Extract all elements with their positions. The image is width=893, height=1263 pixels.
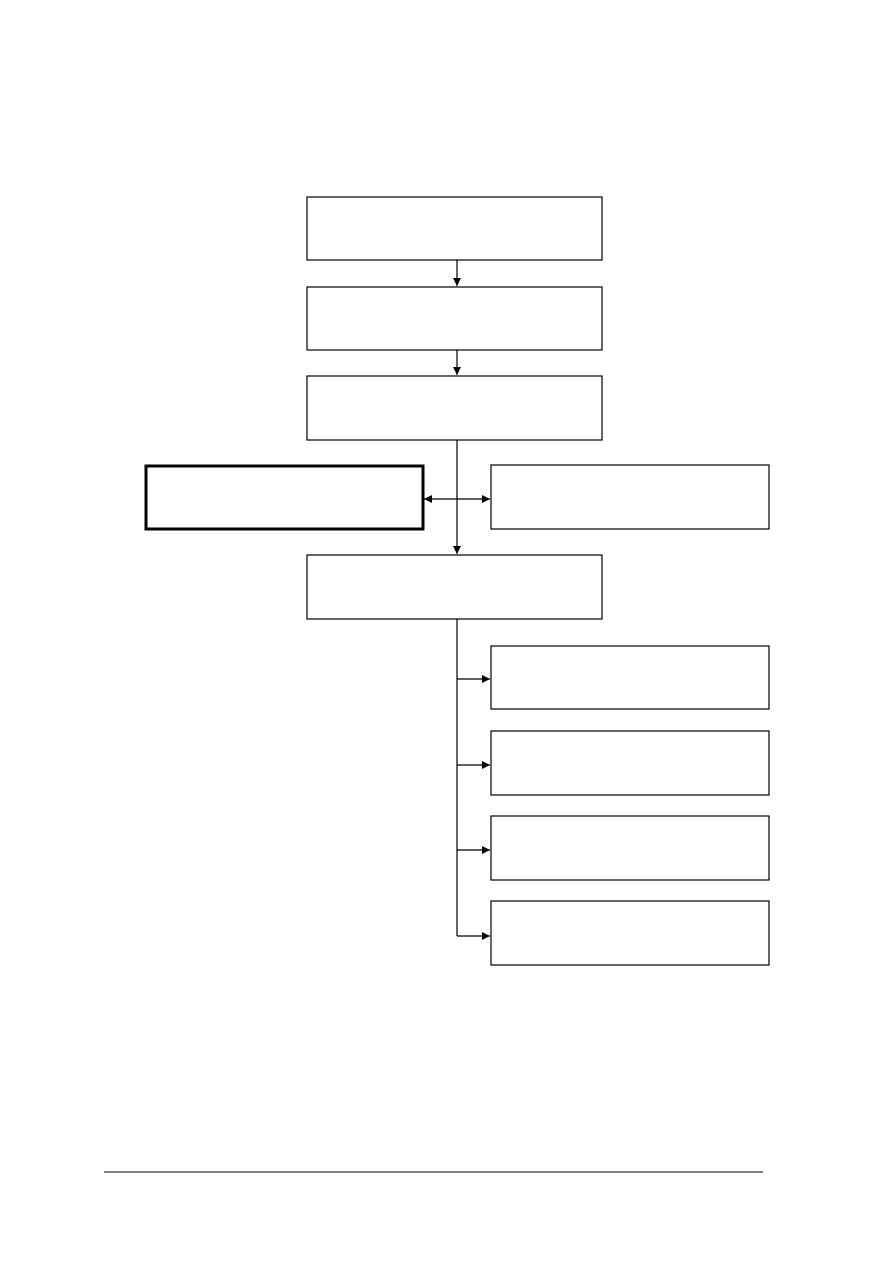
flow-box-branch-3 (490, 815, 770, 881)
flow-box-branch-4 (490, 900, 770, 966)
flow-box-step-2 (306, 286, 603, 351)
flow-box-step-1 (306, 196, 603, 261)
flow-box-branch-2 (490, 730, 770, 796)
flow-box-step-3 (306, 375, 603, 441)
flow-box-branch-1 (490, 645, 770, 710)
flow-box-step-4 (306, 554, 603, 620)
flow-box-side-right (490, 464, 770, 530)
flow-box-side-left (144, 464, 425, 531)
